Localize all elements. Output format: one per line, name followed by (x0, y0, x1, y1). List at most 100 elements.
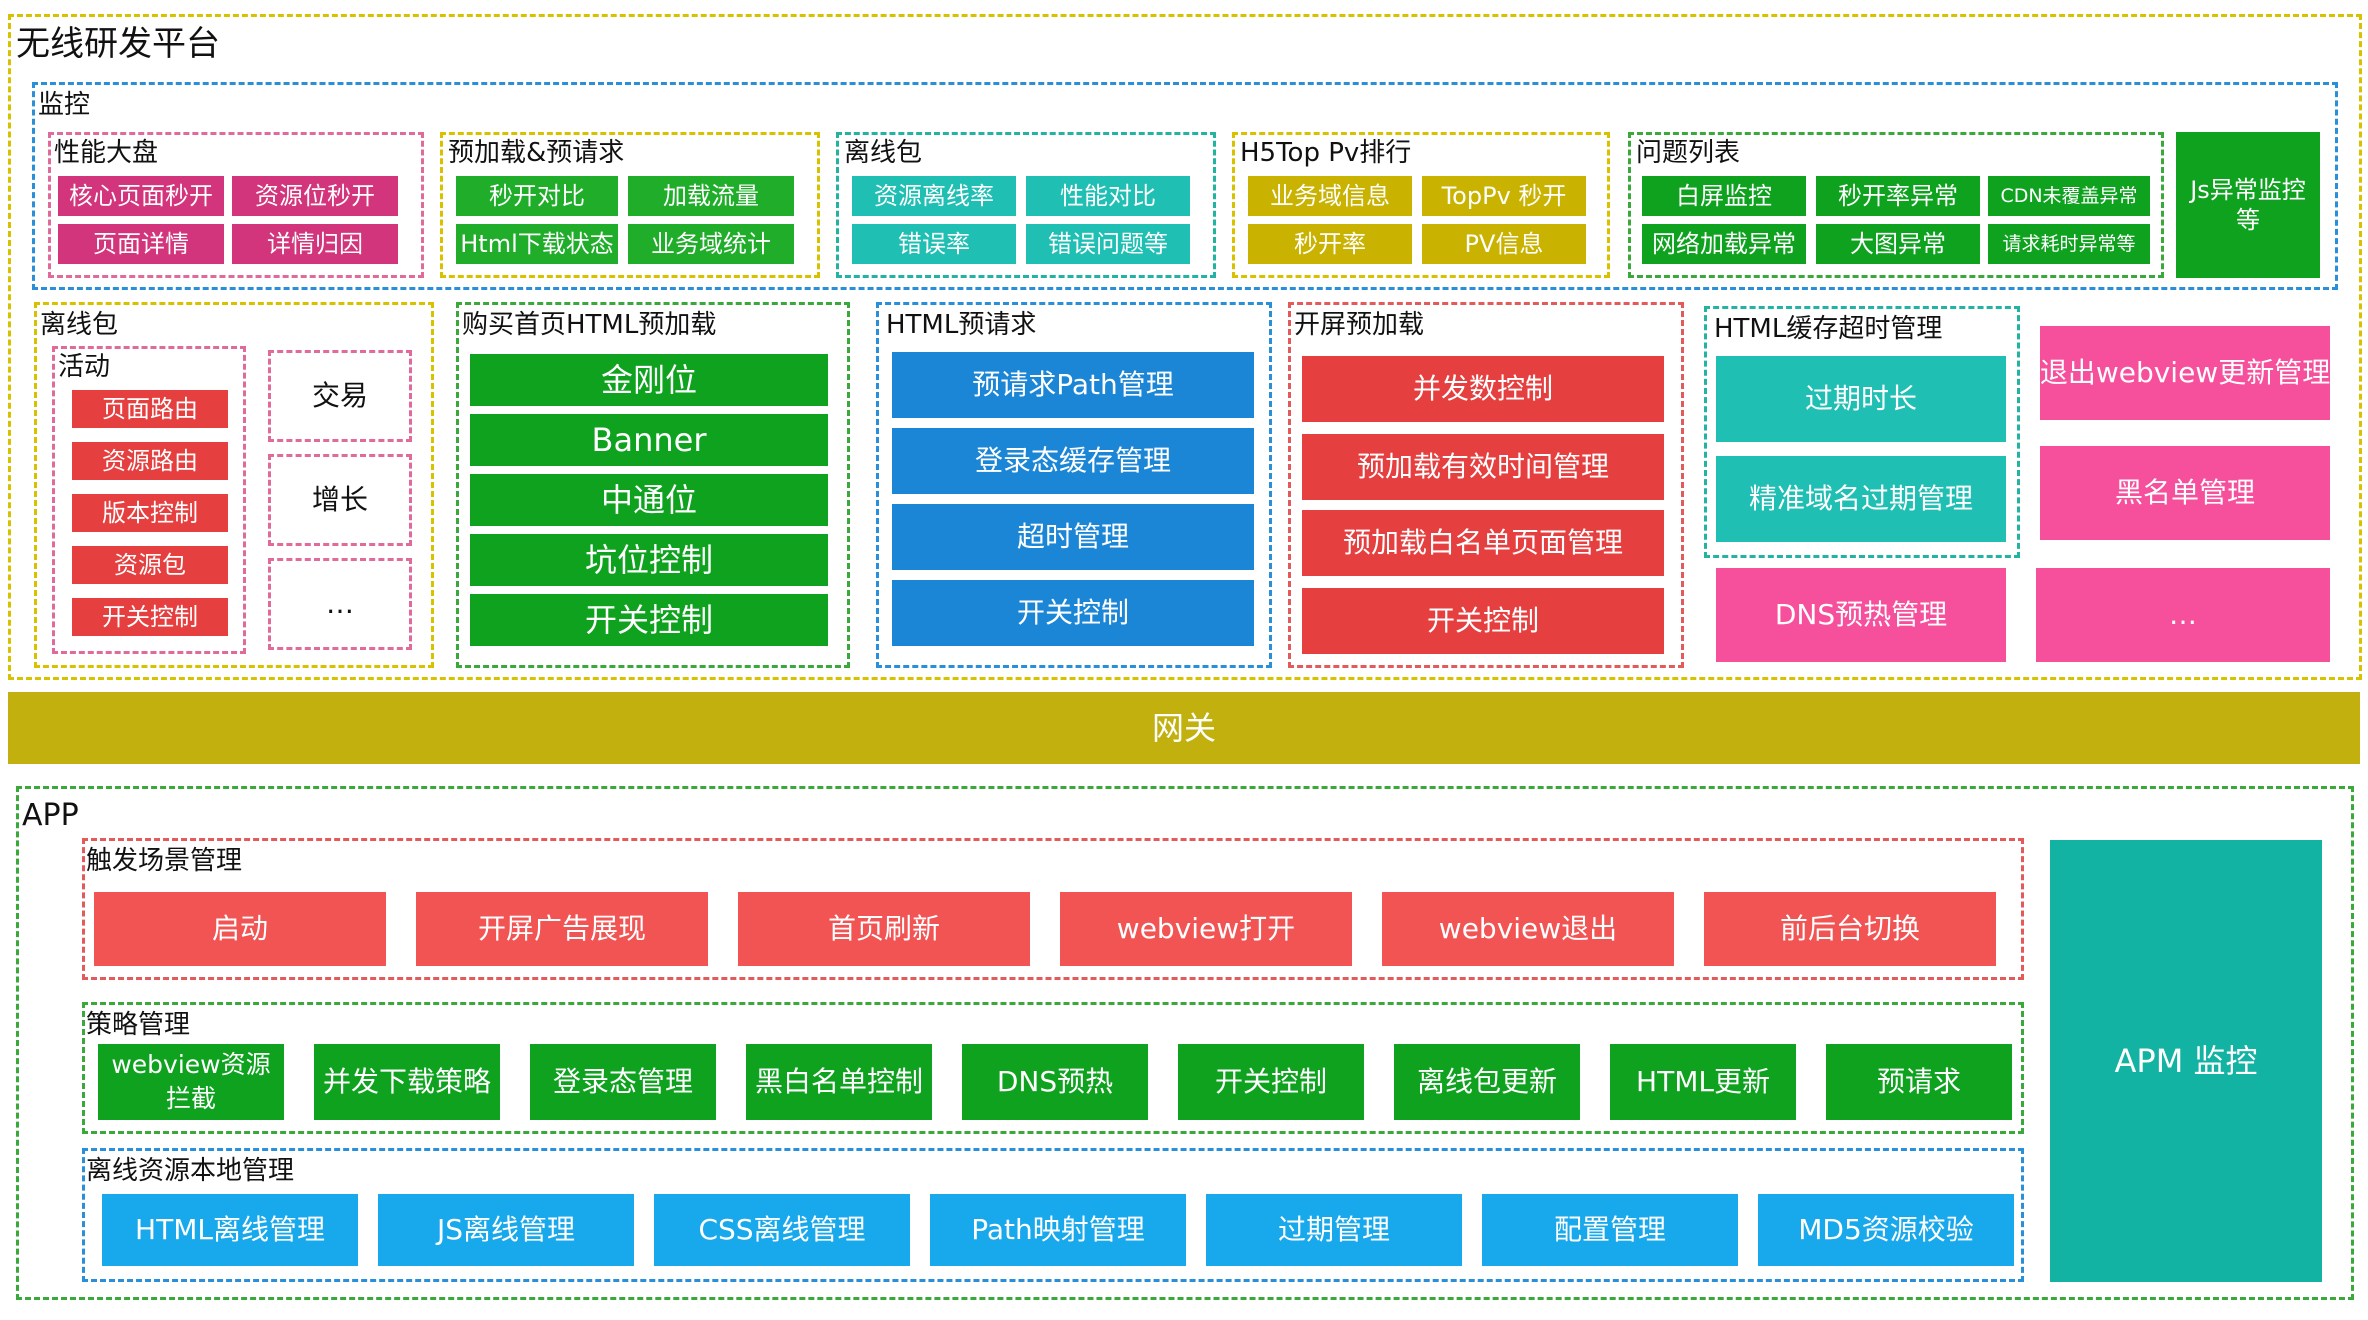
strategy-item-offline-update[interactable]: 离线包更新 (1394, 1044, 1580, 1120)
perf-item-core-page[interactable]: 核心页面秒开 (58, 176, 224, 216)
activity-group (52, 346, 246, 654)
splash-preload-label: 开屏预加载 (1294, 310, 1425, 340)
html-prereq-item-login-cache[interactable]: 登录态缓存管理 (892, 428, 1254, 494)
issues-item-rate-anomaly[interactable]: 秒开率异常 (1816, 176, 1980, 216)
local-manage-group (82, 1148, 2024, 1282)
trigger-item-home-refresh[interactable]: 首页刷新 (738, 892, 1030, 966)
strategy-item-login-state[interactable]: 登录态管理 (530, 1044, 716, 1120)
html-prereq-item-switch[interactable]: 开关控制 (892, 580, 1254, 646)
html-prereq-item-timeout[interactable]: 超时管理 (892, 504, 1254, 570)
activity-item-page-route[interactable]: 页面路由 (72, 390, 228, 428)
activity-label: 活动 (58, 352, 111, 382)
activity-item-resource-route[interactable]: 资源路由 (72, 442, 228, 480)
issues-item-network[interactable]: 网络加载异常 (1642, 224, 1806, 264)
js-exception-monitor[interactable]: Js异常监控等 (2176, 132, 2320, 278)
buy-preload-group (456, 302, 850, 668)
preload-label: 预加载&预请求 (448, 138, 625, 168)
trigger-group (82, 838, 2024, 980)
activity-item-resource-pack[interactable]: 资源包 (72, 546, 228, 584)
trigger-item-splash-ad[interactable]: 开屏广告展现 (416, 892, 708, 966)
buy-preload-item-middle[interactable]: 中通位 (470, 474, 828, 526)
trade-box[interactable]: 交易 (268, 350, 412, 442)
issues-label: 问题列表 (1636, 138, 1741, 168)
buy-preload-item-switch[interactable]: 开关控制 (470, 594, 828, 646)
offline-item-errors[interactable]: 错误问题等 (1026, 224, 1190, 264)
buy-preload-item-banner[interactable]: Banner (470, 414, 828, 466)
app-frame (16, 786, 2354, 1300)
issues-item-cdn[interactable]: CDN未覆盖异常 (1988, 176, 2150, 216)
buy-preload-item-slot[interactable]: 坑位控制 (470, 534, 828, 586)
strategy-item-concurrent-download[interactable]: 并发下载策略 (314, 1044, 500, 1120)
buy-preload-label: 购买首页HTML预加载 (462, 310, 717, 340)
h5top-item-rate[interactable]: 秒开率 (1248, 224, 1412, 264)
dns-preheat-manage[interactable]: DNS预热管理 (1716, 568, 2006, 662)
local-manage-label: 离线资源本地管理 (86, 1156, 295, 1186)
h5top-item-toppv[interactable]: TopPv 秒开 (1422, 176, 1586, 216)
strategy-item-intercept[interactable]: webview资源拦截 (98, 1044, 284, 1120)
splash-preload-group (1288, 302, 1684, 668)
pink-more[interactable]: … (2036, 568, 2330, 662)
splash-item-concurrency[interactable]: 并发数控制 (1302, 356, 1664, 422)
activity-item-version[interactable]: 版本控制 (72, 494, 228, 532)
preload-item-domain-stats[interactable]: 业务域统计 (628, 224, 794, 264)
preload-group (440, 132, 820, 278)
apm-monitor[interactable]: APM 监控 (2050, 840, 2322, 1282)
strategy-label: 策略管理 (86, 1010, 191, 1040)
activity-item-switch[interactable]: 开关控制 (72, 598, 228, 636)
cache-item-domain-expire[interactable]: 精准域名过期管理 (1716, 456, 2006, 542)
issues-item-white-screen[interactable]: 白屏监控 (1642, 176, 1806, 216)
offline-monitor-group (836, 132, 1216, 278)
local-item-js[interactable]: JS离线管理 (378, 1194, 634, 1266)
trigger-item-webview-exit[interactable]: webview退出 (1382, 892, 1674, 966)
splash-item-switch[interactable]: 开关控制 (1302, 588, 1664, 654)
perf-group (48, 132, 424, 278)
offline-item-perf-compare[interactable]: 性能对比 (1026, 176, 1190, 216)
strategy-item-bw-list[interactable]: 黑白名单控制 (746, 1044, 932, 1120)
monitor-label: 监控 (38, 90, 91, 120)
h5top-item-domain[interactable]: 业务域信息 (1248, 176, 1412, 216)
offline-item-error-rate[interactable]: 错误率 (852, 224, 1016, 264)
local-item-expire[interactable]: 过期管理 (1206, 1194, 1462, 1266)
gateway-bar[interactable]: 网关 (8, 692, 2360, 764)
html-prereq-label: HTML预请求 (886, 310, 1037, 340)
more-box[interactable]: … (268, 558, 412, 650)
offline-monitor-label: 离线包 (844, 138, 923, 168)
trigger-item-fg-bg[interactable]: 前后台切换 (1704, 892, 1996, 966)
app-label: APP (22, 798, 79, 833)
h5top-item-pv[interactable]: PV信息 (1422, 224, 1586, 264)
cache-item-expire[interactable]: 过期时长 (1716, 356, 2006, 442)
preload-item-html-status[interactable]: Html下载状态 (456, 224, 618, 264)
perf-item-page-detail[interactable]: 页面详情 (58, 224, 224, 264)
monitor-frame (32, 82, 2338, 290)
preload-item-compare[interactable]: 秒开对比 (456, 176, 618, 216)
cache-timeout-group (1704, 306, 2020, 558)
strategy-item-html-update[interactable]: HTML更新 (1610, 1044, 1796, 1120)
trigger-item-webview-open[interactable]: webview打开 (1060, 892, 1352, 966)
platform-frame (8, 14, 2362, 680)
strategy-item-prerequest[interactable]: 预请求 (1826, 1044, 2012, 1120)
offline-pkg-label: 离线包 (40, 310, 119, 340)
offline-item-rate[interactable]: 资源离线率 (852, 176, 1016, 216)
html-prereq-item-path[interactable]: 预请求Path管理 (892, 352, 1254, 418)
local-item-md5[interactable]: MD5资源校验 (1758, 1194, 2014, 1266)
local-item-css[interactable]: CSS离线管理 (654, 1194, 910, 1266)
local-item-path[interactable]: Path映射管理 (930, 1194, 1186, 1266)
strategy-item-switch[interactable]: 开关控制 (1178, 1044, 1364, 1120)
local-item-config[interactable]: 配置管理 (1482, 1194, 1738, 1266)
splash-item-valid-time[interactable]: 预加载有效时间管理 (1302, 434, 1664, 500)
blacklist-manage[interactable]: 黑名单管理 (2040, 446, 2330, 540)
trigger-item-launch[interactable]: 启动 (94, 892, 386, 966)
growth-box[interactable]: 增长 (268, 454, 412, 546)
issues-item-request-time[interactable]: 请求耗时异常等 (1988, 224, 2150, 264)
cache-timeout-label: HTML缓存超时管理 (1714, 314, 1943, 344)
exit-webview-update[interactable]: 退出webview更新管理 (2040, 326, 2330, 420)
splash-item-whitelist[interactable]: 预加载白名单页面管理 (1302, 510, 1664, 576)
preload-item-traffic[interactable]: 加载流量 (628, 176, 794, 216)
perf-item-resource-slot[interactable]: 资源位秒开 (232, 176, 398, 216)
platform-title: 无线研发平台 (16, 24, 220, 64)
buy-preload-item-jingang[interactable]: 金刚位 (470, 354, 828, 406)
perf-item-attribution[interactable]: 详情归因 (232, 224, 398, 264)
strategy-item-dns[interactable]: DNS预热 (962, 1044, 1148, 1120)
issues-item-big-image[interactable]: 大图异常 (1816, 224, 1980, 264)
local-item-html[interactable]: HTML离线管理 (102, 1194, 358, 1266)
